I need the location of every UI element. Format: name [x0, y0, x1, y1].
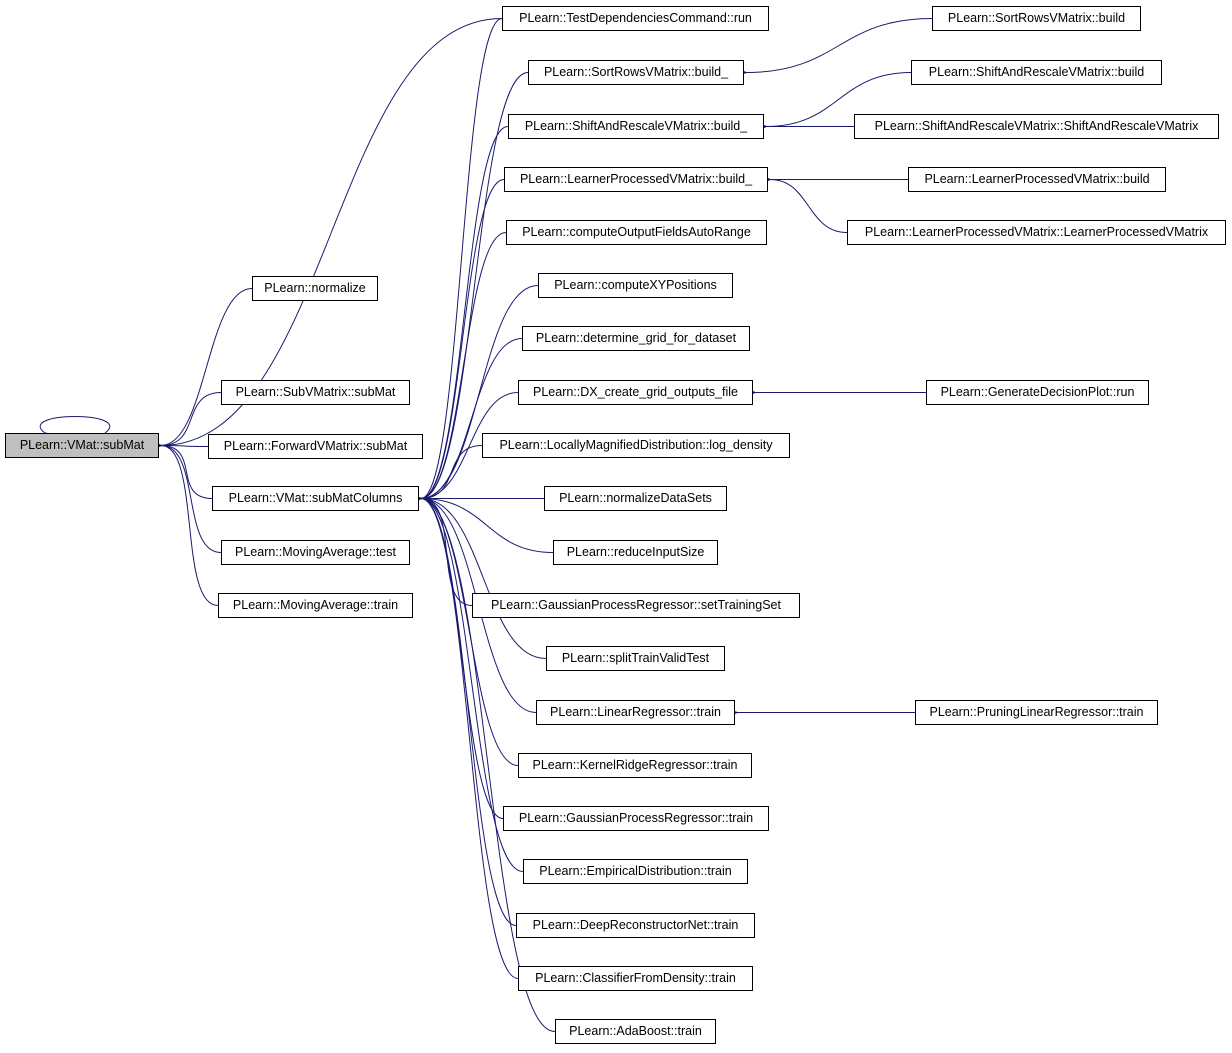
call-edge: [766, 72, 912, 127]
call-edge: [421, 232, 507, 499]
graph-node[interactable]: PLearn::determine_grid_for_dataset: [522, 326, 750, 351]
graph-node[interactable]: PLearn::AdaBoost::train: [555, 1019, 716, 1044]
graph-node[interactable]: PLearn::VMat::subMat: [5, 433, 159, 458]
call-edge: [421, 338, 523, 499]
graph-node[interactable]: PLearn::SortRowsVMatrix::build: [932, 6, 1141, 31]
graph-node[interactable]: PLearn::splitTrainValidTest: [546, 646, 725, 671]
call-edge: [421, 18, 503, 499]
graph-node[interactable]: PLearn::TestDependenciesCommand::run: [502, 6, 769, 31]
graph-node[interactable]: PLearn::reduceInputSize: [553, 540, 718, 565]
graph-node[interactable]: PLearn::ClassifierFromDensity::train: [518, 966, 753, 991]
call-edge: [746, 18, 933, 73]
graph-node[interactable]: PLearn::GenerateDecisionPlot::run: [926, 380, 1149, 405]
graph-node[interactable]: PLearn::LearnerProcessedVMatrix::build_: [504, 167, 768, 192]
graph-node[interactable]: PLearn::MovingAverage::train: [218, 593, 413, 618]
graph-node[interactable]: PLearn::ForwardVMatrix::subMat: [208, 434, 423, 459]
graph-node[interactable]: PLearn::ShiftAndRescaleVMatrix::build: [911, 60, 1162, 85]
graph-node[interactable]: PLearn::SubVMatrix::subMat: [221, 380, 410, 405]
graph-node[interactable]: PLearn::ShiftAndRescaleVMatrix::ShiftAnd…: [854, 114, 1219, 139]
call-edge: [161, 446, 209, 447]
graph-node[interactable]: PLearn::LocallyMagnifiedDistribution::lo…: [482, 433, 790, 458]
call-edge: [421, 499, 524, 872]
graph-node[interactable]: PLearn::computeXYPositions: [538, 273, 733, 298]
graph-node[interactable]: PLearn::DeepReconstructorNet::train: [516, 913, 755, 938]
graph-node[interactable]: PLearn::DX_create_grid_outputs_file: [518, 380, 753, 405]
call-edge: [421, 499, 519, 979]
call-edge: [39, 416, 111, 434]
call-edge: [770, 180, 848, 233]
graph-node[interactable]: PLearn::ShiftAndRescaleVMatrix::build_: [508, 114, 764, 139]
call-edge: [161, 288, 253, 446]
graph-node[interactable]: PLearn::KernelRidgeRegressor::train: [518, 753, 752, 778]
graph-node[interactable]: PLearn::PruningLinearRegressor::train: [915, 700, 1158, 725]
graph-node[interactable]: PLearn::normalizeDataSets: [544, 486, 727, 511]
call-edge: [421, 499, 554, 553]
graph-node[interactable]: PLearn::EmpiricalDistribution::train: [523, 859, 748, 884]
call-edge: [161, 446, 222, 553]
call-edge: [161, 446, 213, 499]
graph-node[interactable]: PLearn::MovingAverage::test: [221, 540, 410, 565]
graph-node[interactable]: PLearn::GaussianProcessRegressor::train: [503, 806, 769, 831]
call-edge: [161, 392, 222, 446]
graph-node[interactable]: PLearn::computeOutputFieldsAutoRange: [506, 220, 767, 245]
graph-node[interactable]: PLearn::GaussianProcessRegressor::setTra…: [472, 593, 800, 618]
graph-node[interactable]: PLearn::normalize: [252, 276, 378, 301]
call-edge: [161, 18, 503, 446]
call-edge: [421, 445, 483, 499]
call-edge: [161, 446, 219, 606]
call-edge: [421, 499, 517, 926]
call-edge: [421, 499, 547, 659]
graph-node[interactable]: PLearn::LearnerProcessedVMatrix::build: [908, 167, 1166, 192]
graph-node[interactable]: PLearn::SortRowsVMatrix::build_: [528, 60, 744, 85]
call-edge: [421, 179, 505, 499]
graph-node[interactable]: PLearn::LearnerProcessedVMatrix::Learner…: [847, 220, 1226, 245]
graph-node[interactable]: PLearn::VMat::subMatColumns: [212, 486, 419, 511]
call-edge: [421, 499, 556, 1032]
graph-node[interactable]: PLearn::LinearRegressor::train: [536, 700, 735, 725]
